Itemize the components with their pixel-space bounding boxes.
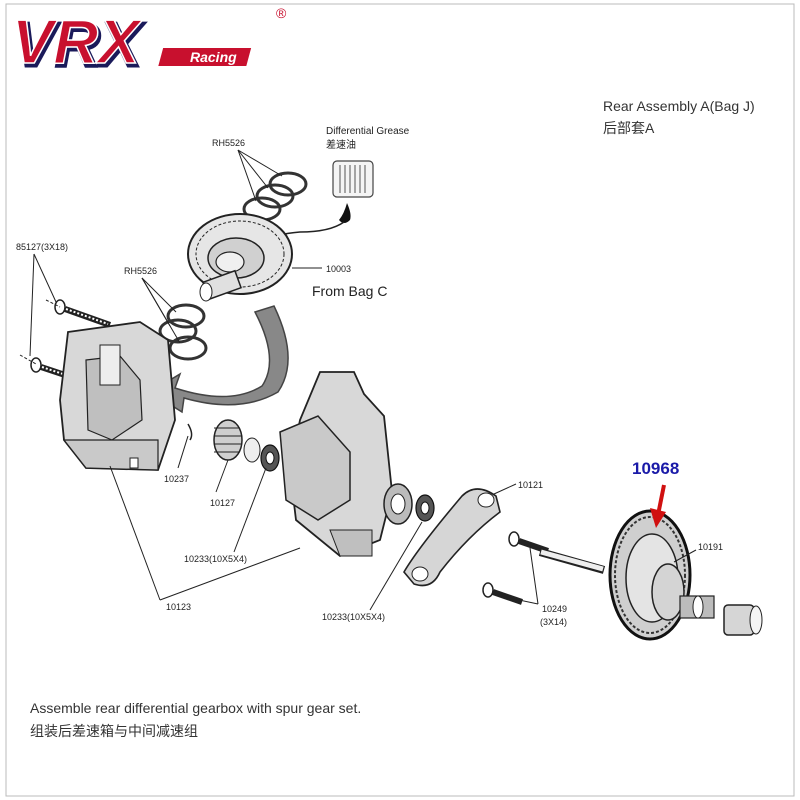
logo-racing-bar: [158, 48, 252, 66]
logo-text: VRX: [12, 8, 143, 77]
circlip-icon: [187, 423, 193, 441]
screw-icon: [482, 582, 523, 605]
grease-drop-icon: [339, 203, 351, 223]
gearbox-housing-right-icon: [279, 371, 413, 558]
spur-gear-assembly-icon: [538, 509, 763, 641]
part-label-10123: 10123: [166, 602, 191, 612]
highlight-arrow-icon: [656, 484, 666, 516]
highlight-arrowhead-icon: [650, 508, 666, 528]
logo-racing-text: Racing: [190, 49, 237, 65]
shim-icon: [255, 183, 295, 209]
shim-icon: [166, 303, 206, 329]
assembly-title-cn: 后部套A: [603, 120, 655, 136]
part-label-10191: 10191: [698, 542, 723, 552]
differential-assembly-icon: [158, 171, 308, 361]
instruction-text: Assemble rear differential gearbox with …: [30, 700, 361, 716]
part-label-10127: 10127: [210, 498, 235, 508]
vrx-logo: VRX VRX Racing ®: [11, 5, 287, 82]
registered-mark: ®: [276, 5, 287, 21]
part-label-85127: 85127(3X18): [16, 242, 68, 252]
instruction-text-cn: 组装后差速箱与中间减速组: [30, 723, 198, 739]
part-label-10249: 10249: [542, 604, 567, 614]
grease-tube-icon: [332, 160, 374, 223]
part-label-10003: 10003: [326, 264, 351, 274]
assembly-title: Rear Assembly A(Bag J): [603, 98, 755, 114]
logo-text-shadow: VRX: [14, 11, 145, 80]
bearing-icon: [260, 444, 280, 472]
part-label-10233: 10233(10X5X4): [184, 554, 247, 564]
part-label-10121: 10121: [518, 480, 543, 490]
grease-label: Differential Grease: [326, 126, 410, 137]
shim-icon: [158, 318, 198, 344]
part-label-10233: 10233(10X5X4): [322, 612, 385, 622]
pinion-gear-icon: [213, 419, 261, 463]
gearbox-housing-left-icon: [59, 321, 176, 471]
part-label-10237: 10237: [164, 474, 189, 484]
screw-icon: [54, 299, 112, 328]
shim-icon: [168, 335, 208, 361]
gearbox-brace-icon: [403, 488, 501, 587]
part-label-rh5526: RH5526: [212, 138, 245, 148]
screw-icon: [508, 531, 549, 554]
grease-label-cn: 差速油: [326, 138, 356, 151]
part-label-rh5526: RH5526: [124, 266, 157, 276]
bearing-icon: [415, 494, 435, 522]
from-bag-label: From Bag C: [312, 283, 387, 299]
highlighted-part-number: 10968: [632, 459, 679, 478]
leader-lines: [29, 149, 697, 611]
part-label-10249-size: (3X14): [540, 617, 567, 627]
page-border: [5, 3, 795, 797]
